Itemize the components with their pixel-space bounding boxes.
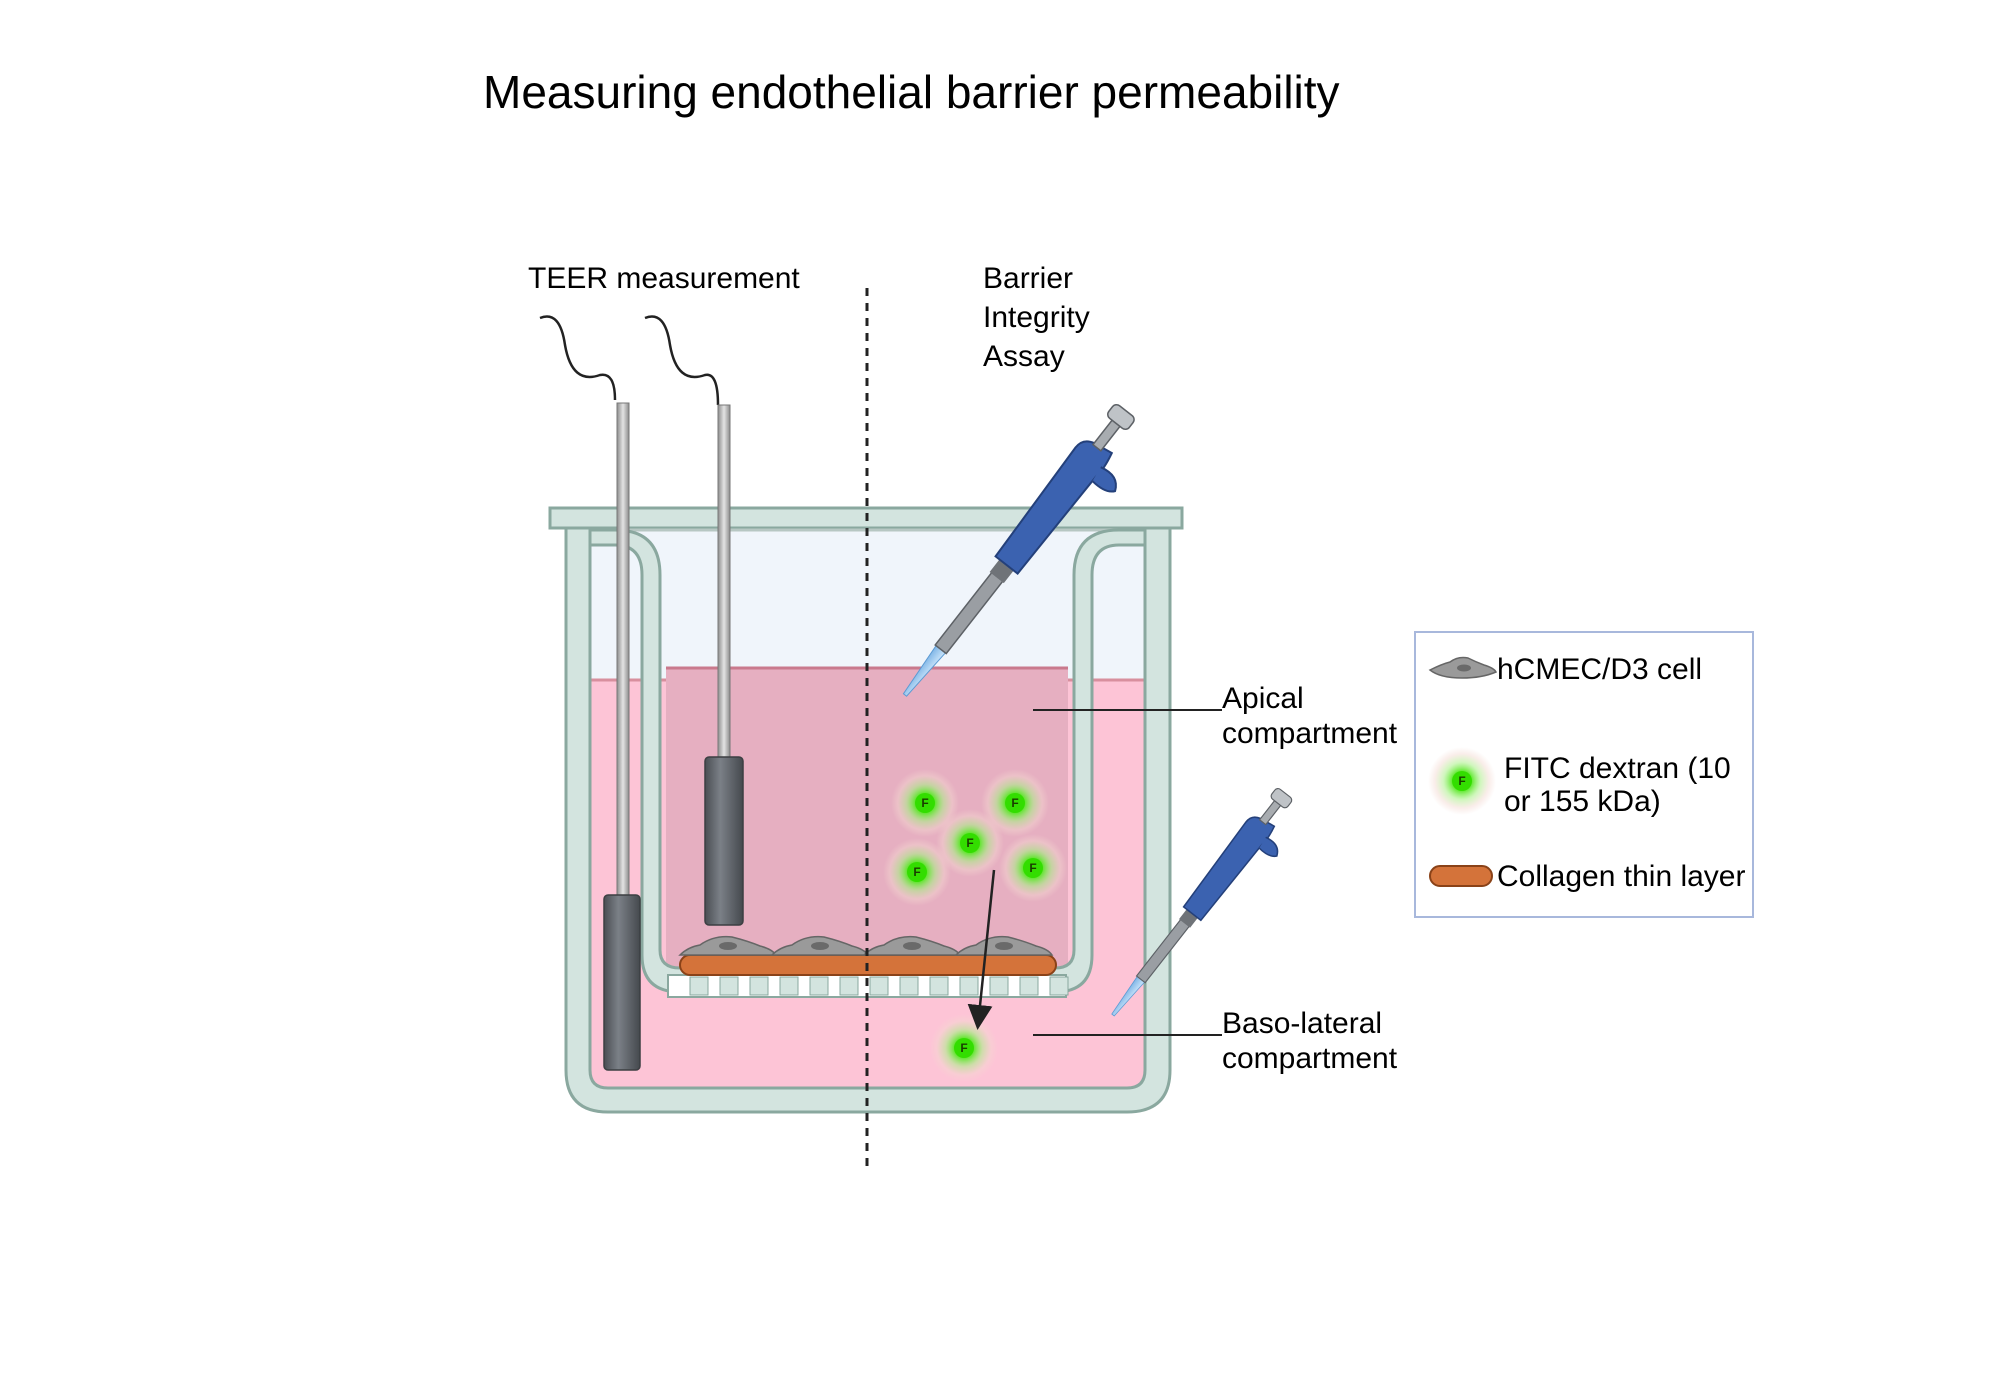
fitc-particle-label: F [960,1041,967,1055]
membrane-pore [839,976,859,996]
membrane-pore [689,976,709,996]
membrane-pore [929,976,949,996]
legend-fitc-label-line1: FITC dextran (10 [1504,752,1731,785]
fitc-dextran-icon: F [1428,747,1496,815]
barrier-label-line1: Barrier [983,262,1073,295]
fitc-particle-group: F F F F F F [883,769,1067,1082]
fitc-particle-label: F [1011,796,1018,810]
collagen-layer-icon [1429,865,1493,887]
membrane-pores [689,976,1069,996]
legend: hCMEC/D3 cell F FITC dextran (10 or 155 … [1414,631,1754,918]
endothelial-cell [954,935,1054,956]
fitc-particle-label: F [966,836,973,850]
endothelial-cell [770,935,870,956]
membrane-pore [869,976,889,996]
membrane-pore [719,976,739,996]
legend-f-glyph: F [1458,774,1465,788]
membrane-pore [959,976,979,996]
legend-collagen-label: Collagen thin layer [1497,860,1745,893]
endothelial-cell-layer [678,935,1054,956]
insert-wall [588,528,1147,994]
membrane-pore [899,976,919,996]
teer-electrode-outer [539,315,641,1071]
fitc-particle: F [930,1014,998,1082]
fitc-particle-label: F [921,796,928,810]
teer-measurement-label: TEER measurement [528,262,800,295]
legend-fitc-label-line2: or 155 kDa) [1504,785,1661,818]
membrane-pore [1019,976,1039,996]
endothelial-cell [678,935,778,956]
fitc-particle-label: F [1029,861,1036,875]
teer-electrode-inner [644,315,744,926]
endothelial-cell [862,935,962,956]
apical-label-line1: Apical [1222,682,1304,715]
diagram-title: Measuring endothelial barrier permeabili… [483,66,1340,118]
fitc-particle: F [981,769,1049,837]
fitc-particle: F [999,834,1067,902]
barrier-label-line2: Integrity [983,301,1090,334]
legend-cell-label: hCMEC/D3 cell [1497,653,1702,686]
membrane-pore [1049,976,1069,996]
barrier-label-line3: Assay [983,340,1065,373]
membrane-pore [749,976,769,996]
fitc-particle-label: F [913,865,920,879]
fitc-particle: F [883,838,951,906]
fitc-particle: F [936,809,1004,877]
basolateral-label-line2: compartment [1222,1042,1398,1075]
basolateral-label-line1: Baso-lateral [1222,1007,1382,1040]
diffusion-arrow [967,869,996,1030]
cell-icon [1428,656,1498,679]
membrane-pore [809,976,829,996]
apical-label-line2: compartment [1222,717,1398,750]
fitc-particle: F [891,769,959,837]
membrane-pore [779,976,799,996]
membrane-pore [989,976,1009,996]
